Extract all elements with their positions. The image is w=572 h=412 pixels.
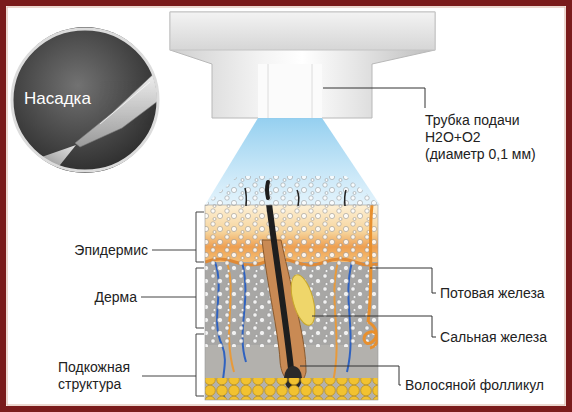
tube-label: Трубка подачи H2O+O2 (диаметр 0,1 мм)	[425, 112, 538, 162]
circle-outline	[12, 29, 158, 171]
part-label: Сальная железа	[440, 329, 547, 346]
inset-title: Насадка	[24, 89, 91, 109]
part-label: Волосяной фолликул	[405, 377, 544, 394]
layer-label: Дерма	[95, 289, 137, 306]
inset-circle: Насадка	[10, 27, 160, 173]
part-label: Потовая железа	[440, 285, 545, 302]
layer-label: Эпидермис	[74, 242, 148, 259]
layer-label: Подкожная структура	[58, 359, 138, 393]
